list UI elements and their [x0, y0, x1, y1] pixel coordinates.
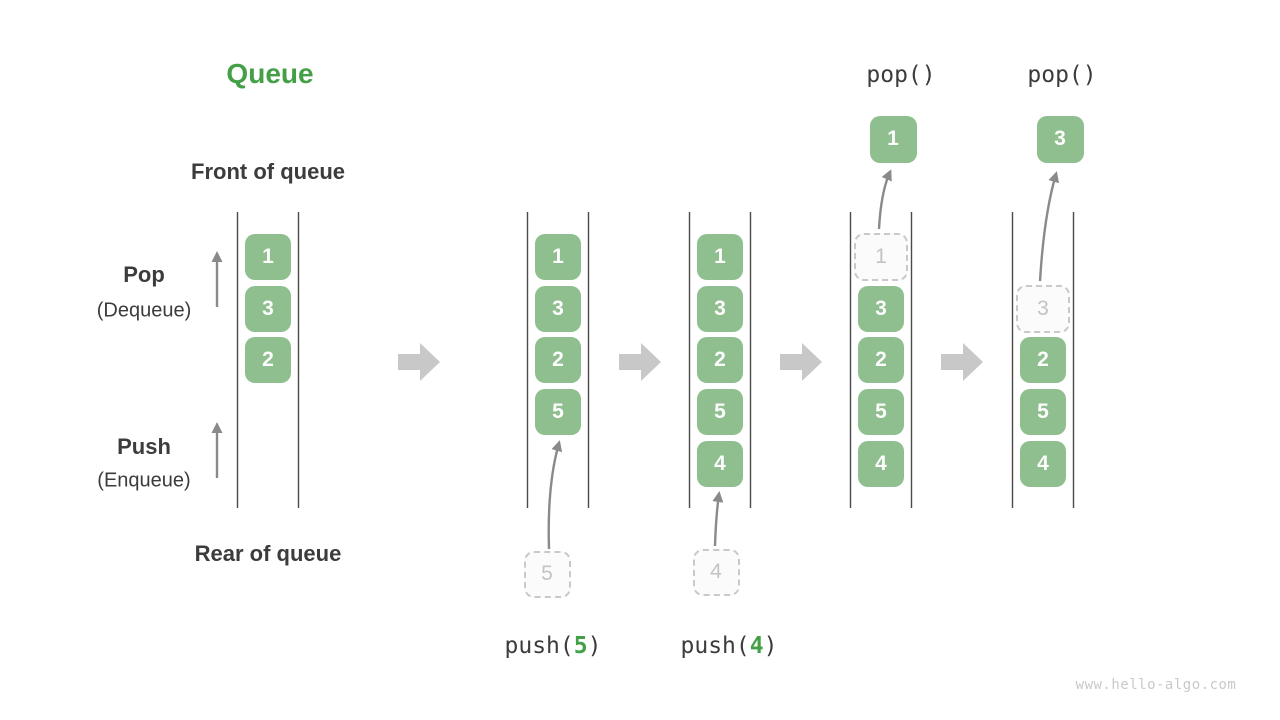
diagram-title: Queue	[226, 58, 314, 89]
pop-label: Pop	[123, 262, 165, 287]
queue-cell: 3	[858, 285, 904, 332]
queue-cell: 4	[858, 440, 904, 487]
enqueue-sublabel: (Enqueue)	[97, 469, 191, 492]
watermark: www.hello-algo.com	[1075, 677, 1237, 693]
transition-arrow-icon	[780, 343, 822, 381]
front-of-queue-label: Front of queue	[191, 159, 345, 184]
queue-cell: 5	[1020, 389, 1066, 436]
push-operation-arrow	[547, 440, 563, 550]
push-label: Push	[117, 434, 171, 459]
queue-cell: 5	[535, 389, 581, 436]
transition-arrow-icon	[941, 343, 983, 381]
queue-cell: 4	[697, 440, 743, 487]
queue-cell: 4	[1020, 440, 1066, 487]
staged-value-box: 4	[692, 548, 740, 596]
push-operation-arrow	[712, 491, 724, 547]
rear-of-queue-label: Rear of queue	[194, 541, 342, 566]
queue-cell-dashed: 1	[854, 233, 908, 281]
dequeue-sublabel: (Dequeue)	[96, 299, 192, 322]
queue-cell: 2	[1020, 337, 1066, 384]
transition-arrow-icon	[619, 343, 661, 381]
queue-cell: 2	[697, 337, 743, 384]
queue-cell: 5	[858, 389, 904, 436]
queue-cell: 1	[535, 234, 581, 280]
queue-cell: 3	[245, 285, 291, 332]
push-call-label: push(5)	[504, 633, 602, 659]
queue-cell: 2	[535, 337, 581, 384]
queue-cell-dashed: 3	[1016, 284, 1070, 333]
popped-value-box: 1	[869, 115, 917, 163]
pop-operation-arrow	[1038, 171, 1060, 282]
pop-call-label: pop()	[866, 62, 936, 88]
push-arg: 4	[749, 633, 764, 659]
queue-cell: 3	[535, 285, 581, 332]
push-arg: 5	[573, 633, 588, 659]
queue-cell: 1	[245, 234, 291, 280]
queue-cell: 2	[245, 337, 291, 384]
queue-cell: 1	[697, 234, 743, 280]
staged-value-box: 5	[523, 550, 571, 598]
pop-call-label: pop()	[1027, 62, 1097, 88]
queue-cell: 2	[858, 337, 904, 384]
transition-arrow-icon	[398, 343, 440, 381]
popped-value-box: 3	[1036, 115, 1084, 163]
queue-cell: 3	[697, 285, 743, 332]
push-call-label: push(4)	[680, 633, 778, 659]
queue-cell: 5	[697, 389, 743, 436]
pop-operation-arrow	[877, 169, 892, 230]
